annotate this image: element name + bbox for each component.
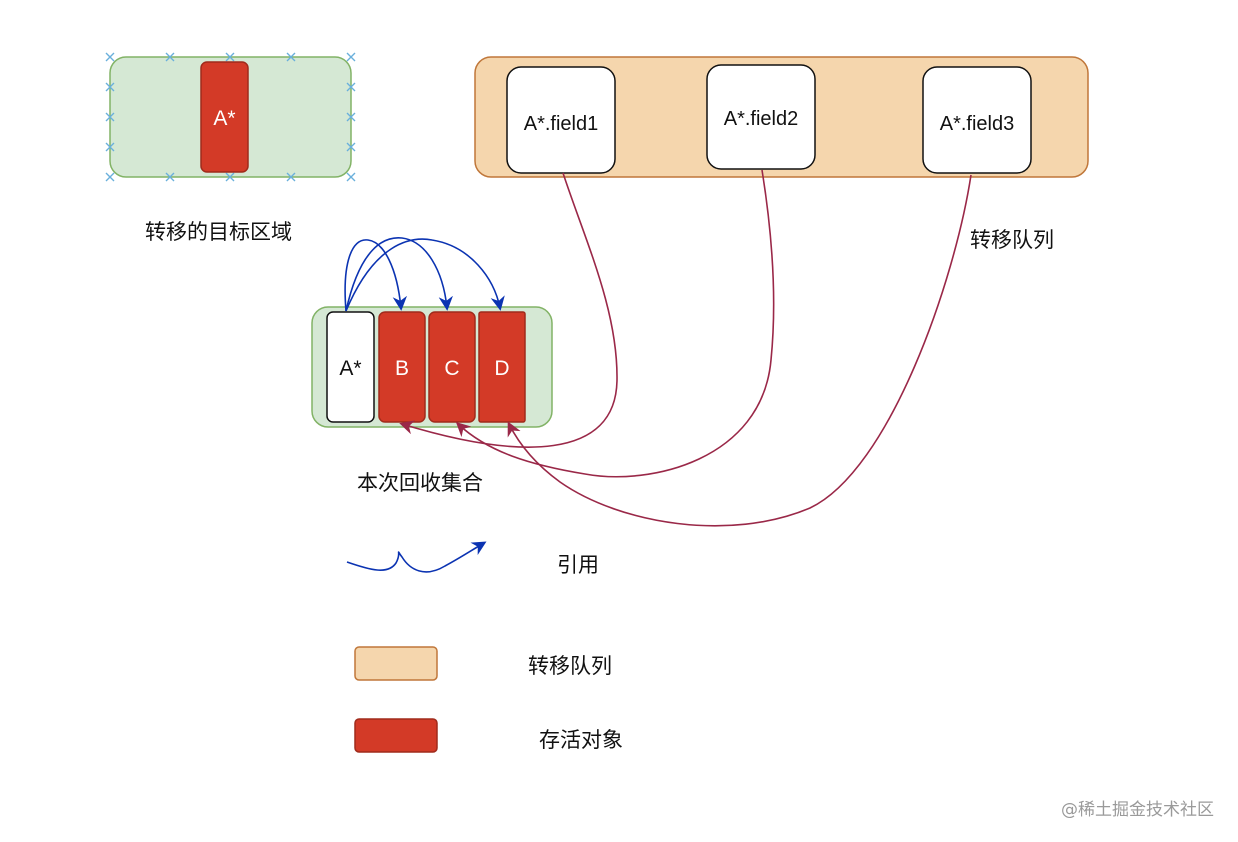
legend-live-label: 存活对象 <box>539 728 623 752</box>
legend-reference-arrow <box>346 541 487 573</box>
region-cross-marker <box>165 172 175 182</box>
forwarded-object-label: A* <box>339 357 361 380</box>
queue-field3-box <box>922 66 1032 174</box>
region-cross-marker <box>346 82 356 92</box>
region-cross-marker <box>105 142 115 152</box>
collection-set-label: 本次回收集合 <box>357 471 483 495</box>
legend: 引用 转移队列 存活对象 <box>346 541 623 753</box>
live-object-d-label: D <box>494 357 509 380</box>
queue-field1-box <box>506 66 616 174</box>
region-cross-marker <box>286 52 296 62</box>
reference-arrow-to-d <box>345 238 505 312</box>
target-region-label: 转移的目标区域 <box>145 220 292 244</box>
queue-arrows <box>399 169 972 527</box>
region-cross-marker <box>165 52 175 62</box>
target-region-crosses <box>105 52 356 182</box>
region-cross-marker <box>346 172 356 182</box>
target-object-box <box>200 61 249 173</box>
legend-live-swatch <box>354 718 438 753</box>
queue-field2-label: A*.field2 <box>724 108 799 130</box>
region-cross-marker <box>105 172 115 182</box>
region-cross-marker <box>225 52 235 62</box>
collection-set: A* B C D <box>311 306 553 428</box>
region-cross-marker <box>105 112 115 122</box>
reference-arrow-to-c <box>345 237 453 312</box>
region-cross-marker <box>105 52 115 62</box>
queue-field1-label: A*.field1 <box>524 113 599 135</box>
live-object-c-box <box>428 311 476 423</box>
region-cross-marker <box>346 112 356 122</box>
transfer-queue: A*.field1 A*.field2 A*.field3 <box>474 56 1089 178</box>
live-object-c-label: C <box>444 357 459 380</box>
legend-queue-swatch <box>354 646 438 681</box>
forwarded-object-box <box>326 311 375 423</box>
region-cross-marker <box>225 172 235 182</box>
queue-arrow-field1-to-b <box>399 172 618 448</box>
legend-queue-label: 转移队列 <box>528 654 612 678</box>
live-object-b-label: B <box>395 357 409 380</box>
legend-reference-label: 引用 <box>557 553 599 577</box>
reference-arrows <box>344 237 505 312</box>
queue-field2-box <box>706 64 816 170</box>
live-object-d-box <box>478 311 526 423</box>
reference-arrow-to-b <box>344 239 408 312</box>
queue-arrow-field2-to-c <box>455 169 775 478</box>
watermark: @稀土掘金技术社区 <box>1061 800 1214 820</box>
region-cross-marker <box>105 82 115 92</box>
region-cross-marker <box>346 52 356 62</box>
target-region: A* <box>105 52 356 182</box>
region-cross-marker <box>286 172 296 182</box>
target-object-label: A* <box>213 107 235 130</box>
region-cross-marker <box>346 142 356 152</box>
queue-field3-label: A*.field3 <box>940 113 1015 135</box>
transfer-queue-label: 转移队列 <box>970 228 1054 252</box>
queue-arrow-field3-to-d <box>507 174 972 527</box>
